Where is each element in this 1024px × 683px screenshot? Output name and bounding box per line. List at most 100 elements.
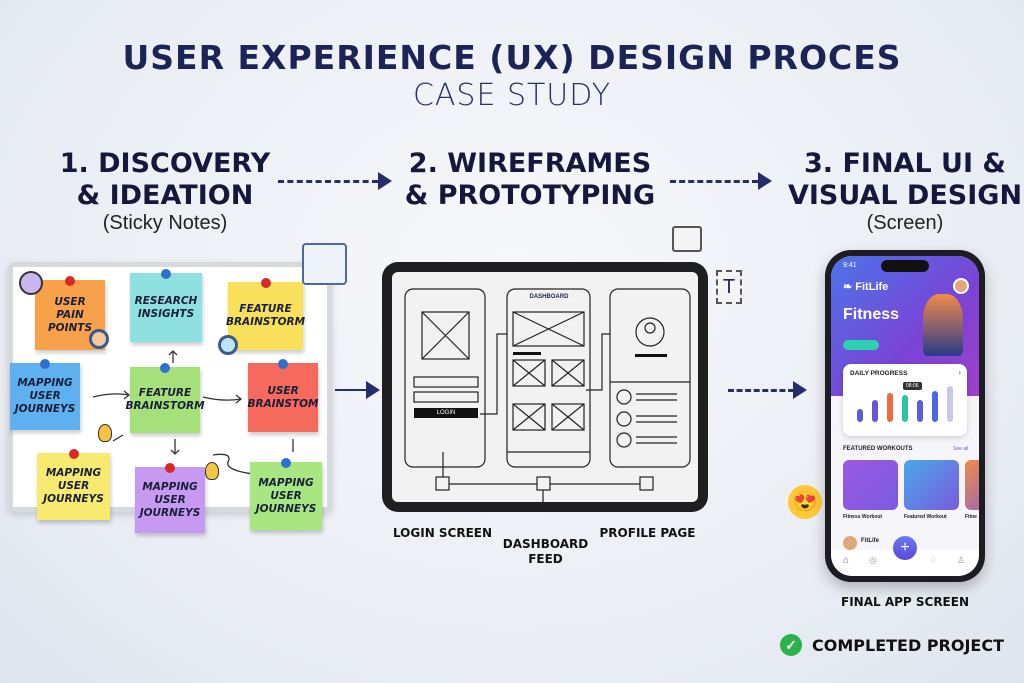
- note-text: USER BRAINSTOM: [247, 384, 319, 410]
- compass-icon[interactable]: ◎: [869, 555, 877, 565]
- page-title: USER EXPERIENCE (UX) DESIGN PROCES: [122, 38, 902, 77]
- sticky-note: MAPPING USER JOURNEYS: [37, 449, 110, 520]
- step-2-line2: & PROTOTYPING: [404, 180, 656, 211]
- magnifier-icon: [218, 335, 238, 355]
- arrowhead-icon: [758, 172, 772, 190]
- arrowhead-icon: [378, 172, 392, 190]
- completed-project-status: COMPLETED PROJECT: [812, 636, 1004, 655]
- sticky-note: FEATURE BRAINSTORM: [125, 363, 205, 433]
- wireframe-login-button: LOGIN: [436, 410, 456, 416]
- start-now-button[interactable]: [843, 340, 879, 350]
- user-icon[interactable]: ♙: [957, 555, 966, 565]
- bell-icon[interactable]: ♢: [929, 555, 938, 565]
- progress-bar: [947, 386, 953, 422]
- step-2-heading: 2. WIREFRAMES & PROTOTYPING: [395, 148, 665, 212]
- add-button[interactable]: +: [893, 536, 917, 560]
- step-3-subtitle: (Screen): [866, 212, 944, 234]
- featured-title: FEATURED WORKOUTS: [843, 446, 913, 452]
- label-profile-page: PROFILE PAGE: [599, 526, 696, 540]
- footer-name: FitLife: [861, 538, 879, 544]
- tablet-wireframes: LOGIN DASHBOARD: [382, 262, 708, 512]
- heart-eyes-emoji-icon: 😍: [788, 485, 822, 519]
- pin-icon: [40, 359, 50, 369]
- profile-avatar[interactable]: [953, 278, 969, 294]
- progress-bar: [917, 400, 923, 422]
- tablet-screen: LOGIN DASHBOARD: [392, 272, 698, 502]
- workout-card[interactable]: [843, 460, 898, 510]
- sticky-note: MAPPING USER JOURNEYS: [135, 463, 205, 533]
- note-text: MAPPING USER JOURNEYS: [255, 476, 317, 515]
- brand-name: FitLife: [855, 281, 889, 293]
- sticky-note: MAPPING USER JOURNEYS: [10, 359, 80, 430]
- magnifier-user-icon: [89, 329, 109, 349]
- see-all-link[interactable]: See all: [953, 446, 969, 452]
- pin-icon: [65, 276, 75, 286]
- sticky-note: RESEARCH INSIGHTS: [130, 269, 202, 342]
- lightbulb-icon: [205, 462, 219, 480]
- step-1-line2: & IDEATION: [76, 180, 254, 211]
- arrowhead-icon: [366, 381, 380, 399]
- workout-name: Fitne: [965, 514, 977, 520]
- lightbulb-icon: [98, 424, 112, 442]
- pin-icon: [68, 449, 79, 459]
- progress-bar: [872, 400, 878, 422]
- workout-card[interactable]: [965, 460, 979, 510]
- pin-icon: [165, 463, 175, 473]
- note-text: MAPPING USER JOURNEYS: [43, 467, 104, 505]
- progress-title: DAILY PROGRESS: [850, 370, 908, 377]
- leaf-logo-icon: ❧: [843, 281, 856, 293]
- label-login-screen: LOGIN SCREEN: [392, 526, 493, 540]
- chevron-right-icon[interactable]: ›: [958, 368, 961, 377]
- progress-bar: [887, 393, 893, 422]
- pin-icon: [260, 278, 271, 288]
- progress-bar: [932, 391, 938, 422]
- athlete-illustration: [923, 294, 963, 356]
- step-3-heading: 3. FINAL UI & VISUAL DESIGN: [780, 148, 1024, 212]
- step-1-subtitle: (Sticky Notes): [102, 212, 228, 234]
- pin-icon: [281, 458, 291, 468]
- note-text: MAPPING USER JOURNEYS: [139, 480, 201, 519]
- progress-bar: [902, 395, 908, 422]
- wireframe-dashboard-header: DASHBOARD: [529, 294, 569, 300]
- text-tool-icon: T: [716, 270, 742, 304]
- sticky-note: USER BRAINSTOM: [247, 359, 319, 432]
- wireframe-drawing: [404, 288, 691, 502]
- phone-screen: 9:41 ❧ FitLife Fitness DAILY PROGRESS › …: [831, 256, 979, 576]
- status-time: 9:41: [843, 262, 857, 269]
- step-1-line1: 1. DISCOVERY: [59, 148, 271, 179]
- page-subtitle: CASE STUDY: [412, 78, 612, 113]
- step-3-line2: VISUAL DESIGN: [787, 180, 1023, 211]
- phone-final-ui: 9:41 ❧ FitLife Fitness DAILY PROGRESS › …: [825, 250, 985, 582]
- sticky-note: MAPPING USER JOURNEYS: [250, 458, 322, 530]
- hero-title: Fitness: [843, 306, 900, 323]
- pin-icon: [161, 269, 171, 279]
- note-text: USER PAIN POINTS: [47, 295, 93, 334]
- progress-bar: [857, 409, 863, 422]
- step-2-line1: 2. WIREFRAMES: [408, 148, 652, 179]
- note-text: FEATURE BRAINSTORM: [125, 387, 205, 412]
- arrow-line: [335, 389, 367, 391]
- daily-progress-card[interactable]: DAILY PROGRESS › 08:06: [843, 364, 967, 436]
- workout-card[interactable]: [904, 460, 959, 510]
- user-avatar: [843, 536, 857, 550]
- step-3-line1: 3. FINAL UI &: [804, 148, 1006, 179]
- connector-arrows: [92, 350, 294, 475]
- sticky-note: FEATURE BRAINSTORM: [225, 278, 306, 350]
- user-avatar-icon: [19, 271, 43, 295]
- arrowhead-icon: [793, 381, 807, 399]
- dashed-arrow-3: [728, 389, 794, 392]
- final-app-caption: FINAL APP SCREEN: [841, 595, 969, 609]
- step-1-heading: 1. DISCOVERY & IDEATION: [40, 148, 290, 212]
- dynamic-island: [881, 260, 929, 272]
- workout-name: Fitness Workout: [843, 514, 883, 520]
- home-icon[interactable]: ⌂: [843, 555, 850, 566]
- progress-tooltip: 08:06: [903, 382, 922, 390]
- note-text: MAPPING USER JOURNEYS: [14, 377, 76, 415]
- wireframe-element-icon: [672, 226, 702, 252]
- app-brand: ❧ FitLife: [843, 280, 888, 293]
- dashed-arrow-2: [670, 180, 758, 183]
- workout-name: Featured Workout: [904, 514, 947, 520]
- note-text: FEATURE BRAINSTORM: [225, 303, 306, 328]
- check-circle-icon: ✓: [780, 634, 802, 656]
- label-dashboard-feed: DASHBOARD FEED: [502, 537, 589, 566]
